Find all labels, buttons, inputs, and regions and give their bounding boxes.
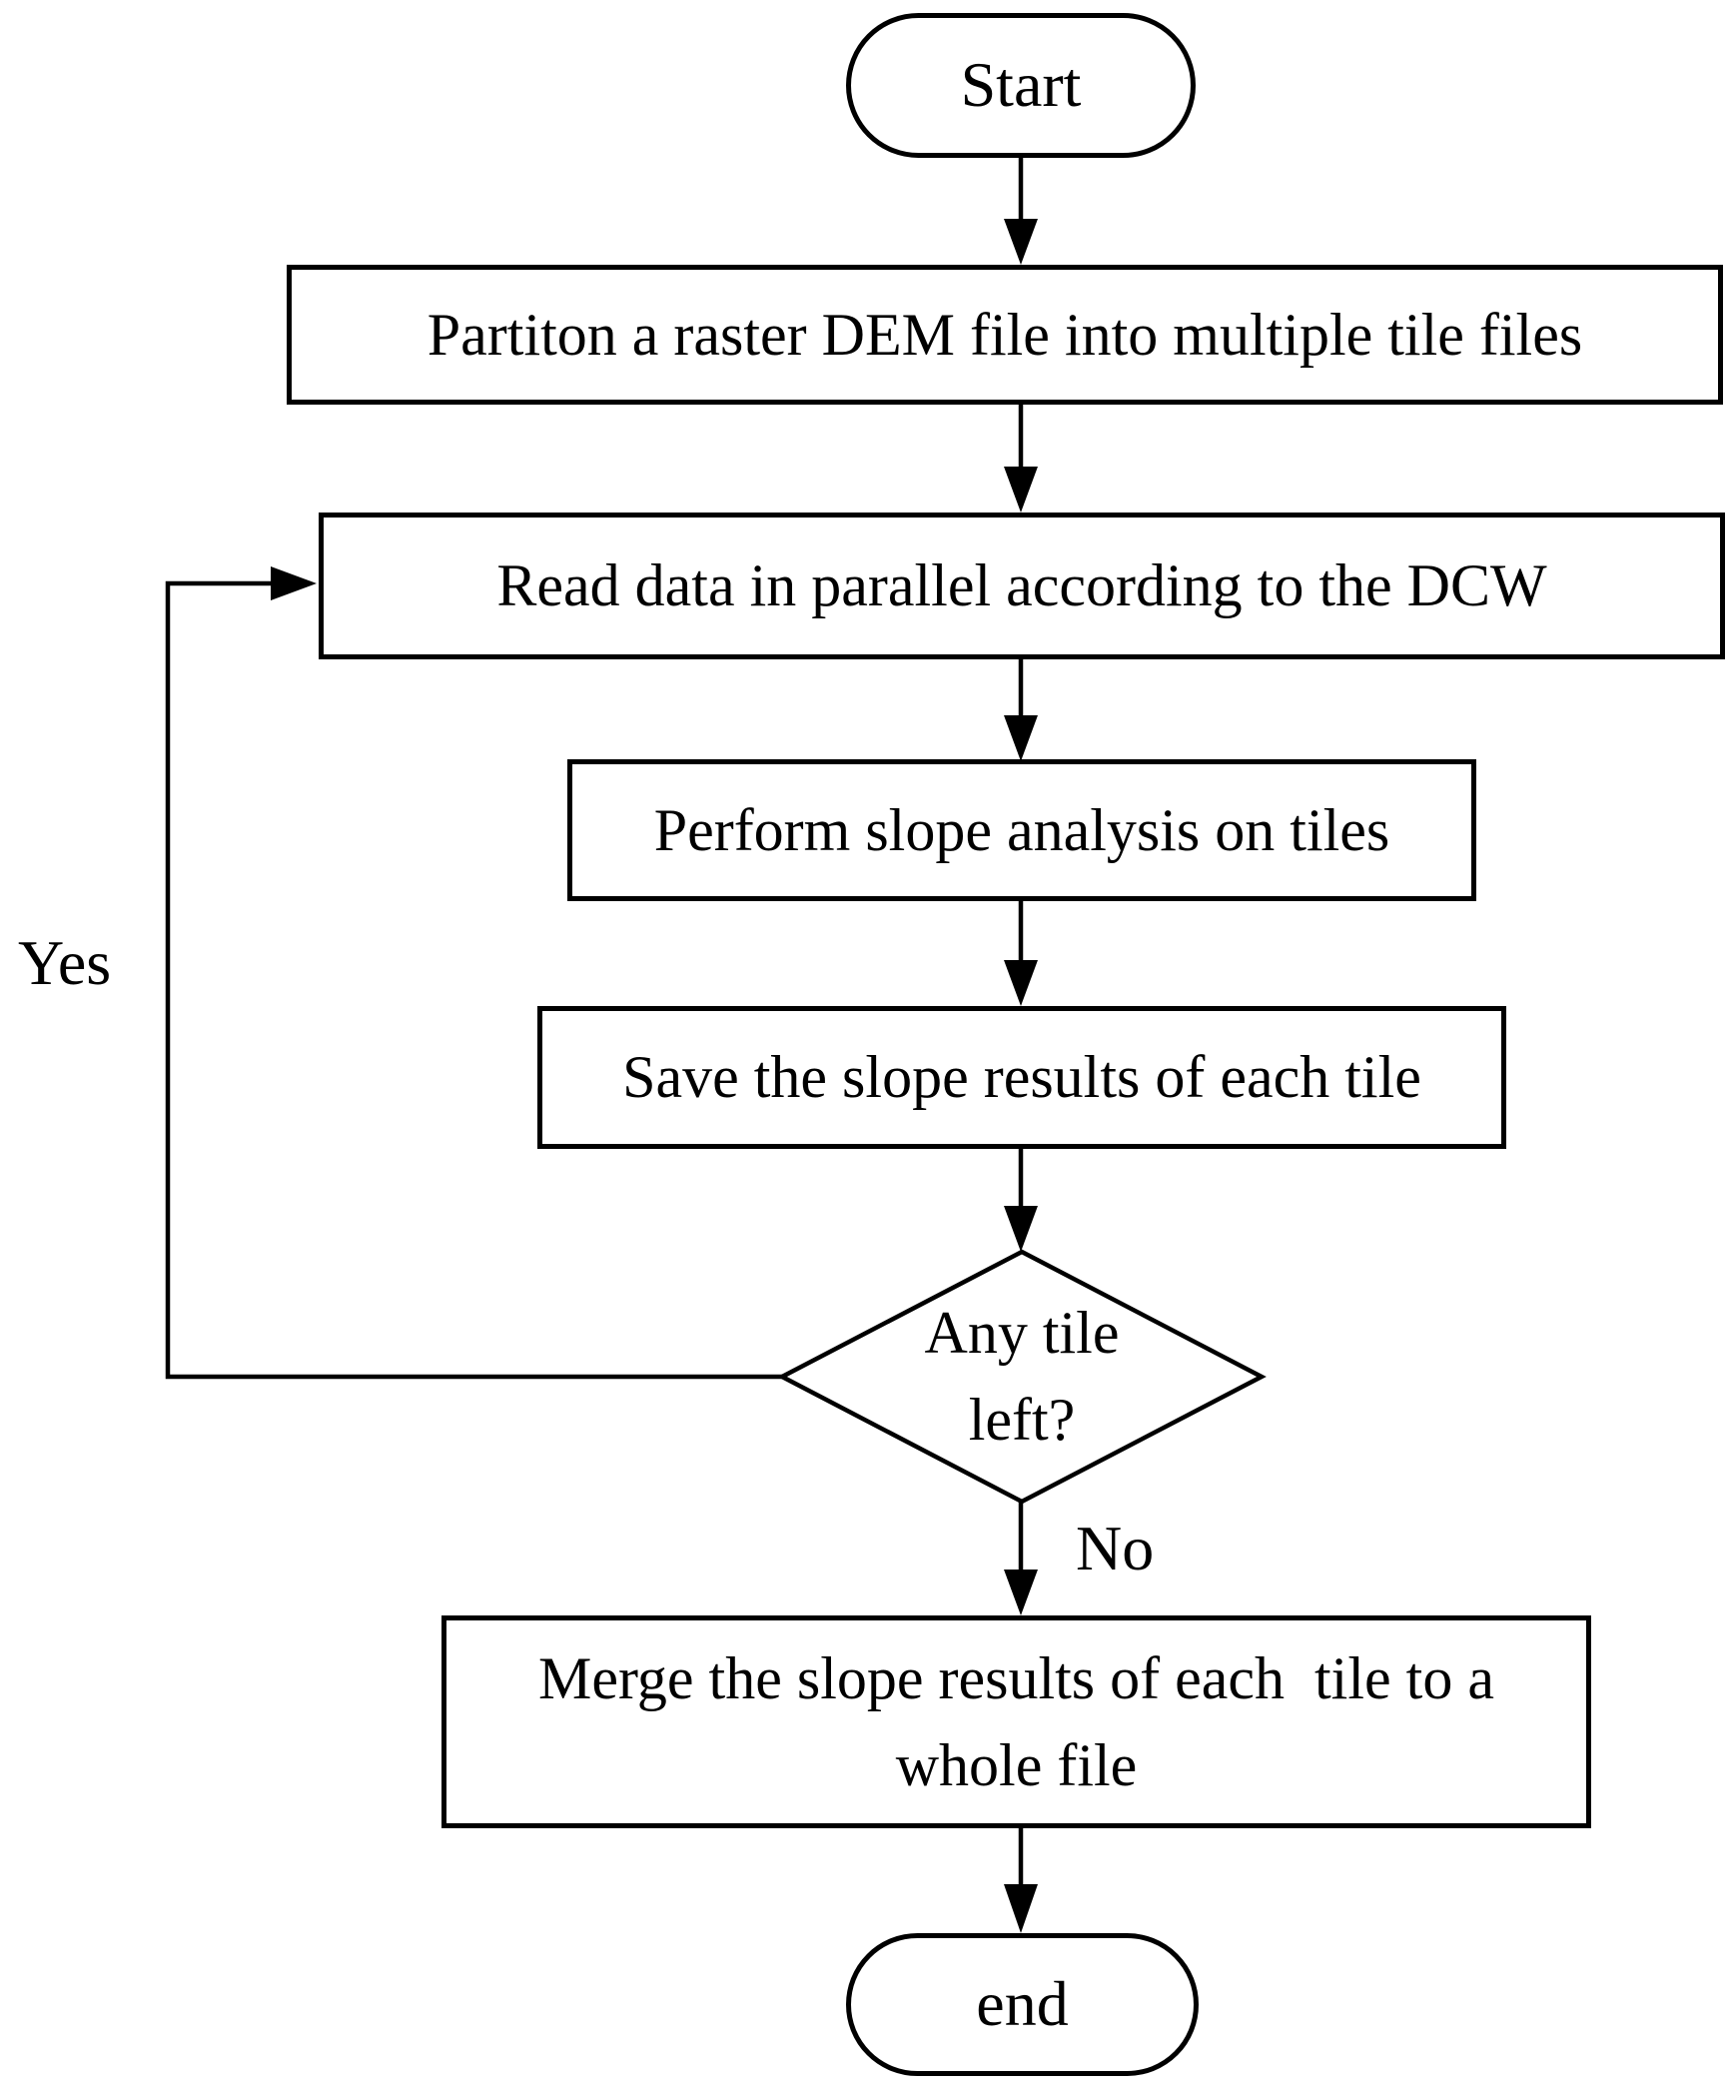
arrow-read-to-analyze-head-icon bbox=[1004, 715, 1038, 761]
partition-label: Partiton a raster DEM file into multiple… bbox=[427, 301, 1583, 368]
save-results-label: Save the slope results of each tile bbox=[622, 1044, 1421, 1110]
slope-analysis-process-box: Perform slope analysis on tiles bbox=[567, 759, 1476, 901]
partition-process-box: Partiton a raster DEM file into multiple… bbox=[287, 265, 1723, 405]
any-tile-left-decision-diamond bbox=[777, 1249, 1267, 1505]
yes-loop-connector-line bbox=[165, 580, 782, 1380]
end-label: end bbox=[976, 1968, 1069, 2040]
start-label: Start bbox=[960, 49, 1082, 121]
arrow-analyze-to-save-head-icon bbox=[1004, 960, 1038, 1006]
decision-label-line2: left? bbox=[968, 1387, 1076, 1453]
arrow-merge-to-end-head-icon bbox=[1004, 1884, 1038, 1933]
arrow-decision-to-merge-head-icon bbox=[1004, 1570, 1038, 1615]
no-branch-label: No bbox=[1076, 1513, 1155, 1583]
end-terminator: end bbox=[846, 1933, 1199, 2076]
arrow-save-to-decision-head-icon bbox=[1004, 1206, 1038, 1252]
yes-loop-head-icon bbox=[271, 566, 317, 600]
arrow-start-to-partition-head-icon bbox=[1004, 219, 1038, 265]
merge-results-process-box: Merge the slope results of each tile to … bbox=[441, 1615, 1591, 1828]
read-parallel-label: Read data in parallel according to the D… bbox=[496, 552, 1547, 618]
start-terminator: Start bbox=[846, 13, 1196, 158]
arrow-partition-to-read-head-icon bbox=[1004, 467, 1038, 513]
merge-results-label-line1: Merge the slope results of each tile to … bbox=[538, 1644, 1494, 1711]
merge-results-label-line2: whole file bbox=[895, 1731, 1138, 1798]
decision-label-line1: Any tile bbox=[924, 1300, 1120, 1366]
yes-branch-label: Yes bbox=[18, 927, 112, 998]
save-results-process-box: Save the slope results of each tile bbox=[537, 1006, 1506, 1149]
read-parallel-process-box: Read data in parallel according to the D… bbox=[319, 513, 1725, 659]
decision-text-block: Any tile left? bbox=[782, 1252, 1262, 1502]
slope-analysis-label: Perform slope analysis on tiles bbox=[653, 796, 1390, 863]
